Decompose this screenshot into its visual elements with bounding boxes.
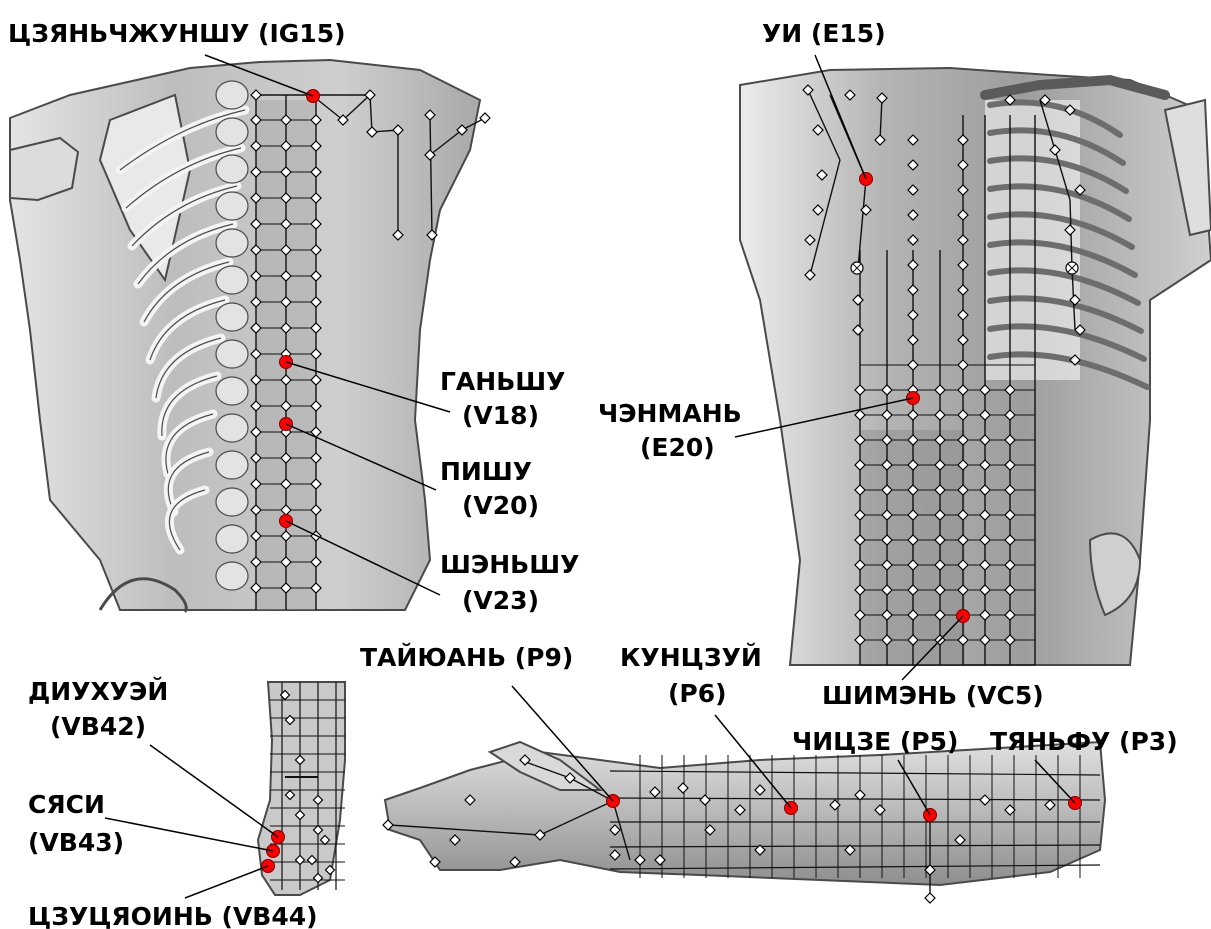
label-e15: УИ (E15) bbox=[762, 19, 886, 48]
arm-illustration bbox=[385, 742, 1105, 900]
label-e20-name: ЧЭНМАНЬ bbox=[598, 399, 742, 428]
label-vb42-code: (VB42) bbox=[50, 712, 146, 741]
label-p6-name: КУНЦЗУЙ bbox=[620, 643, 762, 672]
label-v18-code: (V18) bbox=[462, 401, 539, 430]
label-vc5: ШИМЭНЬ (VC5) bbox=[822, 681, 1044, 710]
vertebra bbox=[216, 377, 248, 405]
arm-silhouette bbox=[385, 742, 1105, 885]
label-vb43-code: (VB43) bbox=[28, 828, 124, 857]
label-p5: ЧИЦЗЕ (P5) bbox=[792, 727, 958, 756]
vertebra bbox=[216, 340, 248, 368]
vertebra bbox=[216, 81, 248, 109]
acupoint bbox=[480, 113, 490, 123]
vertebra bbox=[216, 525, 248, 553]
label-p9: ТАЙЮАНЬ (P9) bbox=[360, 643, 573, 672]
vertebra bbox=[216, 155, 248, 183]
vertebra bbox=[216, 303, 248, 331]
vertebra bbox=[216, 266, 248, 294]
leader-vb43 bbox=[105, 818, 273, 851]
label-v23-name: ШЭНЬШУ bbox=[440, 550, 579, 579]
label-v20-code: (V20) bbox=[462, 491, 539, 520]
back-torso-illustration bbox=[10, 60, 485, 612]
back-body-silhouette bbox=[10, 60, 480, 610]
leader-vb44 bbox=[185, 866, 268, 898]
label-p3: ТЯНЬФУ (P3) bbox=[990, 727, 1178, 756]
front-torso-illustration bbox=[740, 68, 1211, 665]
vertebra bbox=[216, 488, 248, 516]
front-body-silhouette bbox=[740, 68, 1211, 665]
label-v23-code: (V23) bbox=[462, 586, 539, 615]
label-vb42-name: ДИУХУЭЙ bbox=[28, 677, 168, 706]
label-v20-name: ПИШУ bbox=[440, 457, 532, 486]
label-vb43-name: СЯСИ bbox=[28, 790, 105, 819]
label-v18-name: ГАНЬШУ bbox=[440, 367, 565, 396]
vertebra bbox=[216, 414, 248, 442]
vertebra bbox=[216, 192, 248, 220]
leader-vb42 bbox=[150, 745, 278, 837]
label-p6-code: (P6) bbox=[668, 679, 727, 708]
acupoint bbox=[925, 893, 935, 903]
vertebra bbox=[216, 451, 248, 479]
label-e20-code: (E20) bbox=[640, 433, 715, 462]
label-ig15: ЦЗЯНЬЧЖУНШУ (IG15) bbox=[8, 19, 346, 48]
vertebra bbox=[216, 118, 248, 146]
vertebra bbox=[216, 562, 248, 590]
vertebra bbox=[216, 229, 248, 257]
label-vb44: ЦЗУЦЯОИНЬ (VB44) bbox=[28, 902, 318, 929]
